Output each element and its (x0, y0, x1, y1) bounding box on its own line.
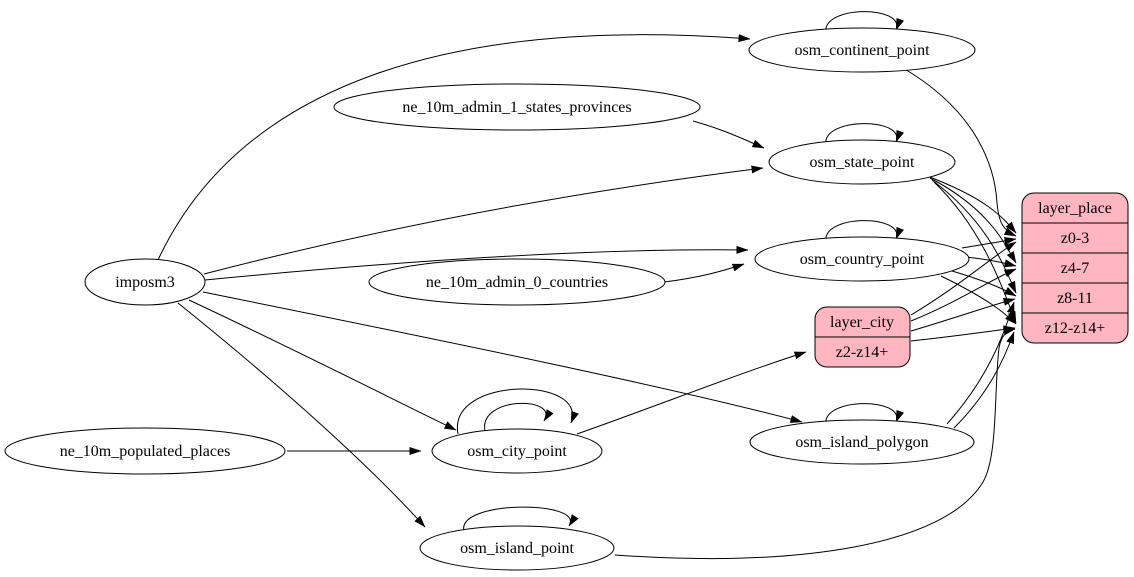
edge-osm_continent_point-to-layer_place-z0-3 (902, 67, 1017, 237)
osm_island_polygon-ellipse (749, 419, 975, 465)
layer_place-box (1021, 192, 1129, 344)
selfloop-osm_continent_point (825, 11, 904, 34)
record-layer_city: layer_city z2-z14+ (814, 306, 911, 368)
ne_10m_admin_1_states_provinces-label: ne_10m_admin_1_states_provinces (402, 99, 631, 116)
edge-osm_country_point-to-layer_place-z4-7 (965, 256, 1017, 268)
edge-imposm3-to-osm_island_point (177, 302, 426, 528)
node-osm_island_polygon: osm_island_polygon (749, 419, 975, 465)
osm_island_point-ellipse (419, 525, 615, 571)
edge-osm_island_polygon-to-layer_place-z8-11 (946, 301, 1015, 425)
osm_island_polygon-label: osm_island_polygon (795, 434, 928, 451)
edge-osm_country_point-to-layer_place-z8-11 (951, 270, 1017, 297)
selfloop-osm_country_point (825, 220, 904, 243)
ne_10m_populated_places-label: ne_10m_populated_places (60, 443, 231, 460)
selfloop-osm_city_point-inner (484, 402, 554, 432)
edge-imposm3-to-osm_country_point (204, 245, 749, 281)
edge-ne_10m_admin_0_countries-to-osm_country_point (663, 263, 745, 283)
edge-layer_city-to-layer_place-z12-z14 (910, 325, 1016, 342)
edge-osm_island_polygon-to-layer_place-z12-z14 (953, 331, 1015, 429)
osm_island_point-label: osm_island_point (460, 540, 574, 557)
node-imposm3: imposm3 (84, 258, 206, 306)
selfloop-osm_city_point-outer (457, 388, 579, 435)
edge-imposm3-to-osm_city_point (188, 299, 457, 431)
edge-layer_city-to-layer_place-z0-3 (910, 241, 1017, 316)
node-osm_state_point: osm_state_point (768, 139, 956, 185)
osm_city_point-ellipse (431, 428, 603, 474)
node-ne_10m_admin_1_states_provinces: ne_10m_admin_1_states_provinces (333, 83, 701, 131)
layer_place-title: layer_place (1038, 200, 1112, 217)
node-osm_island_point: osm_island_point (419, 525, 615, 571)
edge-osm_island_point-to-layer_place-z12-z14 (614, 327, 1016, 559)
layer_place-row-z12-z14: z12-z14+ (1045, 320, 1106, 337)
node-ne_10m_admin_0_countries: ne_10m_admin_0_countries (368, 258, 666, 306)
edge-osm_country_point-to-layer_place-z12-z14 (940, 275, 1017, 325)
selfloop-osm_state_point (825, 123, 904, 146)
edge-imposm3-to-osm_state_point (203, 165, 764, 275)
record-layer_place: layer_place z0-3 z4-7 z8-11 z12-z14+ (1021, 192, 1129, 344)
layer_place-row-z8-11: z8-11 (1057, 290, 1093, 307)
ne_10m_admin_0_countries-ellipse (368, 258, 666, 306)
layer_city-title: layer_city (830, 314, 894, 331)
ne_10m_admin_1_states_provinces-ellipse (333, 83, 701, 131)
ne_10m_populated_places-ellipse (4, 427, 286, 475)
edge-osm_state_point-to-layer_place-z8-11 (931, 179, 1017, 294)
node-osm_country_point: osm_country_point (754, 236, 970, 282)
edge-osm_state_point-to-layer_place-z0-3 (926, 175, 1017, 234)
edge-osm_state_point-to-layer_place-z4-7 (929, 177, 1017, 264)
ne_10m_admin_0_countries-label: ne_10m_admin_0_countries (426, 274, 608, 291)
osm_state_point-ellipse (768, 139, 956, 185)
edge-osm_city_point-to-layer_city (576, 351, 807, 435)
layer_city-row-z2-z14: z2-z14+ (836, 344, 889, 361)
edge-imposm3-to-osm_continent_point (157, 34, 751, 261)
edge-layer_city-to-layer_place-z8-11 (910, 298, 1016, 332)
selfloop-osm_island_polygon (825, 403, 904, 426)
edge-imposm3-to-osm_island_polygon (202, 291, 803, 423)
layer_place-row-z4-7: z4-7 (1061, 260, 1089, 277)
node-ne_10m_populated_places: ne_10m_populated_places (4, 427, 286, 475)
edge-ne_10m_admin_1_states_provinces-to-osm_state_point (692, 120, 765, 149)
node-osm_continent_point: osm_continent_point (748, 27, 976, 73)
edge-layer_city-to-layer_place-z4-7 (910, 268, 1017, 322)
imposm3-label: imposm3 (115, 274, 175, 291)
imposm3-ellipse (84, 258, 206, 306)
osm_continent_point-label: osm_continent_point (794, 42, 930, 59)
osm_city_point-label: osm_city_point (467, 443, 567, 460)
osm_state_point-label: osm_state_point (810, 154, 915, 171)
osm_country_point-label: osm_country_point (800, 251, 925, 268)
selfloop-osm_island_point (463, 506, 579, 532)
edge-osm_country_point-to-layer_place-z0-3 (961, 236, 1017, 249)
osm_continent_point-ellipse (748, 27, 976, 73)
layer_place-row-z0-3: z0-3 (1061, 230, 1089, 247)
edge-layer (157, 11, 1017, 559)
node-osm_city_point: osm_city_point (431, 428, 603, 474)
osm_country_point-ellipse (754, 236, 970, 282)
